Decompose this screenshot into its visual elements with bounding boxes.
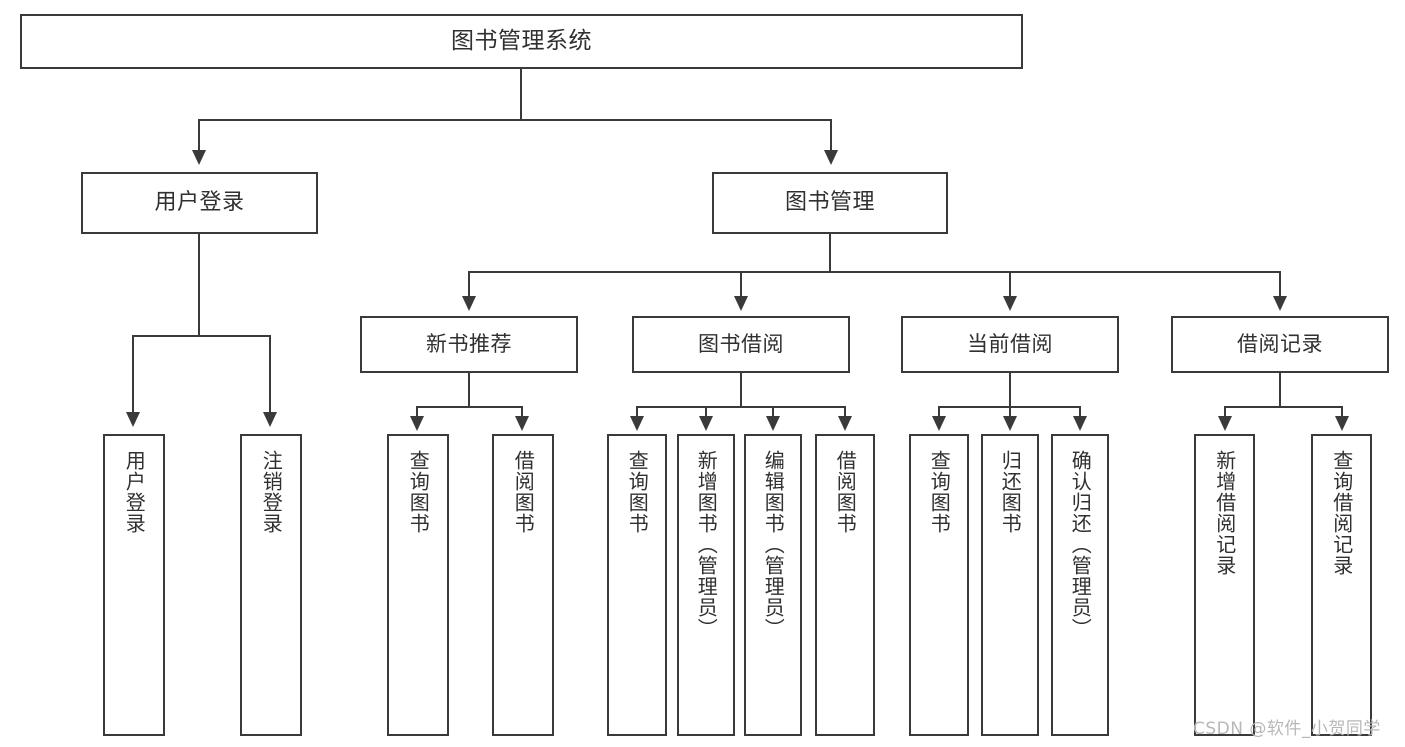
node-label: 新书推荐: [426, 332, 512, 357]
node-user-login[interactable]: 用户登录: [81, 172, 318, 234]
node-borrow-record[interactable]: 借阅记录: [1171, 316, 1389, 373]
arrowhead-borrow-record: [1273, 296, 1287, 311]
arrowhead-new-book-leaf-2: [515, 416, 529, 431]
arrowhead-book-borrow-leaf-2: [699, 416, 713, 431]
connector-book-borrow-stem: [740, 373, 742, 406]
connector-user-login-bar: [132, 335, 270, 337]
node-label: 借阅记录: [1237, 332, 1323, 357]
arrowhead-leaf-user-login: [126, 412, 140, 427]
node-current-borrow[interactable]: 当前借阅: [901, 316, 1119, 373]
arrowhead-current-borrow-leaf-1: [932, 416, 946, 431]
node-label: 注销登录: [259, 450, 284, 534]
leaf-logout[interactable]: 注销登录: [240, 434, 302, 736]
node-label: 编辑图书（管理员）: [761, 450, 786, 639]
connector-book-mgmt-stem: [829, 234, 831, 271]
leaf-query-book-borrow[interactable]: 查询图书: [607, 434, 667, 736]
arrowhead-book-borrow: [734, 296, 748, 311]
leaf-add-borrow-record[interactable]: 新增借阅记录: [1194, 434, 1255, 736]
connector-user-login-to-leaf-1: [132, 335, 134, 414]
connector-borrow-record-stem: [1279, 373, 1281, 406]
connector-new-book-to-leaf-1: [416, 406, 418, 418]
connector-book-borrow-to-leaf-1: [636, 406, 638, 418]
connector-current-borrow-stem: [1009, 373, 1011, 406]
arrowhead-new-book-recommend: [462, 296, 476, 311]
arrowhead-book-borrow-leaf-1: [630, 416, 644, 431]
leaf-query-borrow-record[interactable]: 查询借阅记录: [1311, 434, 1372, 736]
connector-current-borrow-to-leaf-1: [938, 406, 940, 418]
connector-book-mgmt-bar: [468, 271, 1280, 273]
connector-borrow-record-bar: [1224, 406, 1342, 408]
connector-new-book-bar: [416, 406, 522, 408]
node-label: 用户登录: [122, 450, 147, 534]
node-label: 新增图书（管理员）: [694, 450, 719, 639]
connector-root-bar: [198, 119, 832, 121]
arrowhead-current-borrow: [1003, 296, 1017, 311]
leaf-query-book-recommend[interactable]: 查询图书: [387, 434, 449, 736]
node-label: 借阅图书: [833, 450, 858, 534]
connector-to-book-borrow: [740, 271, 742, 298]
connector-root-to-book-mgmt: [830, 119, 832, 152]
leaf-return-book[interactable]: 归还图书: [981, 434, 1039, 736]
connector-borrow-record-to-leaf-1: [1224, 406, 1226, 418]
arrowhead-borrow-record-leaf-2: [1335, 416, 1349, 431]
leaf-add-book-admin[interactable]: 新增图书（管理员）: [677, 434, 735, 736]
connector-book-borrow-bar: [636, 406, 846, 408]
node-label: 查询借阅记录: [1329, 450, 1354, 576]
connector-new-book-stem: [468, 373, 470, 406]
leaf-user-login[interactable]: 用户登录: [103, 434, 165, 736]
node-label: 查询图书: [927, 450, 952, 534]
connector-root-stem: [520, 69, 522, 119]
node-new-book-recommend[interactable]: 新书推荐: [360, 316, 578, 373]
node-label: 查询图书: [625, 450, 650, 534]
connector-current-borrow-to-leaf-2: [1009, 406, 1011, 418]
connector-to-current-borrow: [1009, 271, 1011, 298]
connector-to-borrow-record: [1279, 271, 1281, 298]
arrowhead-leaf-logout: [263, 412, 277, 427]
node-book-management[interactable]: 图书管理: [712, 172, 948, 234]
node-book-borrow[interactable]: 图书借阅: [632, 316, 850, 373]
connector-book-borrow-to-leaf-3: [772, 406, 774, 418]
node-label: 确认归还（管理员）: [1068, 450, 1093, 639]
connector-user-login-to-leaf-2: [269, 335, 271, 414]
arrowhead-borrow-record-leaf-1: [1218, 416, 1232, 431]
node-label: 用户登录: [154, 190, 245, 216]
node-label: 借阅图书: [511, 450, 536, 534]
connector-book-borrow-to-leaf-2: [705, 406, 707, 418]
node-label: 图书管理系统: [451, 28, 592, 55]
connector-book-borrow-to-leaf-4: [844, 406, 846, 418]
arrowhead-book-mgmt: [824, 150, 838, 165]
leaf-borrow-book[interactable]: 借阅图书: [815, 434, 875, 736]
node-label: 图书管理: [784, 190, 875, 216]
csdn-watermark: CSDN @软件_小贺同学: [1193, 719, 1381, 739]
node-label: 图书借阅: [698, 332, 784, 357]
node-root-system[interactable]: 图书管理系统: [20, 14, 1023, 69]
connector-user-login-stem: [198, 234, 200, 335]
connector-to-new-book-recommend: [468, 271, 470, 298]
leaf-edit-book-admin[interactable]: 编辑图书（管理员）: [744, 434, 802, 736]
leaf-confirm-return-admin[interactable]: 确认归还（管理员）: [1051, 434, 1109, 736]
arrowhead-book-borrow-leaf-4: [838, 416, 852, 431]
connector-root-to-user-login: [198, 119, 200, 152]
connector-new-book-to-leaf-2: [521, 406, 523, 418]
arrowhead-current-borrow-leaf-2: [1003, 416, 1017, 431]
leaf-query-book-current[interactable]: 查询图书: [909, 434, 969, 736]
arrowhead-new-book-leaf-1: [410, 416, 424, 431]
node-label: 查询图书: [406, 450, 431, 534]
connector-current-borrow-to-leaf-3: [1079, 406, 1081, 418]
leaf-borrow-book-recommend[interactable]: 借阅图书: [492, 434, 554, 736]
node-label: 新增借阅记录: [1212, 450, 1237, 576]
arrowhead-book-borrow-leaf-3: [766, 416, 780, 431]
node-label: 归还图书: [998, 450, 1023, 534]
arrowhead-current-borrow-leaf-3: [1073, 416, 1087, 431]
node-label: 当前借阅: [967, 332, 1053, 357]
arrowhead-user-login: [192, 150, 206, 165]
connector-borrow-record-to-leaf-2: [1341, 406, 1343, 418]
